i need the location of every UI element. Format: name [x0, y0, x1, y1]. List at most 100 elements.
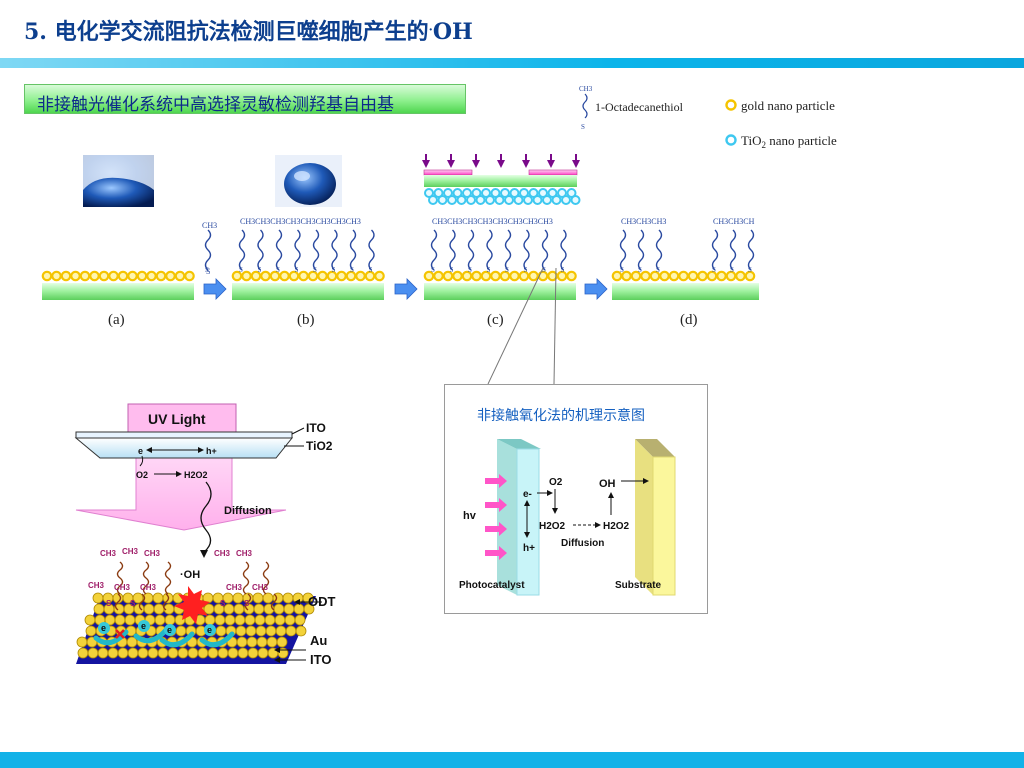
odt-chain	[257, 229, 264, 271]
tio2-particle	[570, 195, 581, 205]
au-particle	[137, 647, 149, 659]
device-ch3: CH3	[214, 549, 231, 558]
au-particle	[284, 614, 296, 626]
uv-arrow-head	[547, 160, 555, 168]
photocatalyst-top	[497, 439, 541, 449]
device-odt-chain	[164, 561, 172, 595]
hv-arrow	[485, 522, 507, 536]
device-s: S	[106, 599, 112, 608]
au-particle	[273, 603, 285, 615]
au-particle	[244, 614, 256, 626]
gold-particle	[547, 270, 558, 282]
au-particle	[246, 636, 258, 648]
ito-layer	[75, 431, 293, 439]
au-particle	[294, 614, 306, 626]
gold-particle	[117, 270, 129, 282]
device-s: S	[130, 599, 136, 608]
substrate-face	[652, 456, 676, 596]
device-e: e	[138, 446, 143, 456]
au-particle	[203, 603, 215, 615]
step-label-b: (b)	[297, 312, 315, 328]
device-ch3: CH3	[114, 583, 131, 592]
gold-particle	[336, 270, 347, 282]
au-particle	[276, 636, 288, 648]
odt-chain	[729, 229, 737, 271]
odt-chain	[504, 229, 512, 271]
device-diagram: UV Light ITO TiO2 e h+ O2 H2O2 Diffusion…	[74, 403, 336, 667]
device-odt-chain	[162, 593, 170, 611]
tio2-label: TiO2	[306, 439, 333, 453]
gold-particle	[528, 270, 539, 282]
s-atom: S	[450, 266, 454, 274]
electron	[98, 622, 110, 634]
legend-odt-label: 1-Octadecanethiol	[595, 100, 684, 114]
au-particle	[247, 647, 259, 659]
gold-substrate-1	[231, 270, 385, 300]
gold-particle	[744, 270, 756, 282]
gold-particle	[735, 270, 746, 282]
s-atom: S	[369, 266, 373, 274]
au-particle	[214, 614, 226, 626]
device-h2o2: H2O2	[184, 470, 208, 480]
tio2-particle	[456, 195, 467, 205]
electron-arrow	[159, 631, 195, 648]
step-arrow	[394, 278, 418, 300]
au-particle	[266, 636, 278, 648]
device-s: S	[220, 599, 226, 608]
header-stripe	[0, 58, 1024, 68]
odt-chain	[312, 229, 320, 271]
device-s: S	[244, 599, 250, 608]
gold-particle	[60, 270, 72, 282]
gold-particle	[326, 270, 338, 282]
au-particle	[265, 625, 277, 637]
droplet-photo-b	[275, 155, 342, 207]
electron-label: e	[101, 623, 106, 633]
droplet-photo-a	[83, 155, 154, 207]
step-label-a: (a)	[108, 312, 125, 328]
gold-particle	[127, 270, 138, 282]
au-particle	[217, 647, 229, 659]
au-particle	[85, 625, 97, 637]
gold-particle	[279, 270, 290, 282]
au-particle	[164, 614, 176, 626]
uv-arrow-head	[447, 160, 455, 168]
mech-o2: O2	[549, 477, 563, 488]
odt-chain	[747, 229, 755, 271]
s-single-a: S	[206, 267, 210, 276]
s-atom: S	[431, 266, 435, 274]
subtitle-text: 非接触光催化系统中高选择灵敏检测羟基自由基	[37, 95, 394, 115]
gold-particle	[155, 270, 167, 282]
gold-substrate-3	[611, 270, 759, 300]
device-odt-chain	[244, 593, 252, 611]
electron-label: e	[167, 625, 172, 635]
substrate-top	[635, 439, 675, 457]
hv-arrows	[485, 474, 507, 560]
au-particle	[253, 603, 265, 615]
au-particle	[93, 603, 105, 615]
s-atom: S	[205, 266, 209, 274]
mech-substrate: Substrate	[615, 580, 662, 591]
mechanism-title: 非接触氧化法的机理示意图	[477, 408, 645, 424]
gold-particle	[345, 270, 357, 282]
gold-particle	[471, 270, 482, 282]
tio2-particle	[532, 195, 543, 205]
uv-arrow-head	[572, 160, 580, 168]
gold-particle	[433, 270, 444, 282]
uv-light-box	[127, 403, 237, 433]
device-ch3: CH3	[144, 549, 161, 558]
s-atom: S	[638, 266, 642, 274]
odt-chain	[275, 229, 283, 271]
device-ch3: CH3	[252, 583, 269, 592]
au-particle	[127, 647, 139, 659]
gold-particle	[241, 270, 252, 282]
gold-particle	[89, 270, 100, 282]
legend-gold: gold nano particle	[725, 98, 835, 113]
au-particle	[254, 614, 266, 626]
au-particle	[215, 625, 227, 637]
tio2-particle	[485, 195, 495, 205]
gold-particle	[678, 270, 689, 282]
odt-chain	[368, 229, 375, 271]
mech-photocatalyst: Photocatalyst	[459, 580, 525, 591]
gold-particle	[697, 270, 708, 282]
au-particle	[143, 603, 155, 615]
